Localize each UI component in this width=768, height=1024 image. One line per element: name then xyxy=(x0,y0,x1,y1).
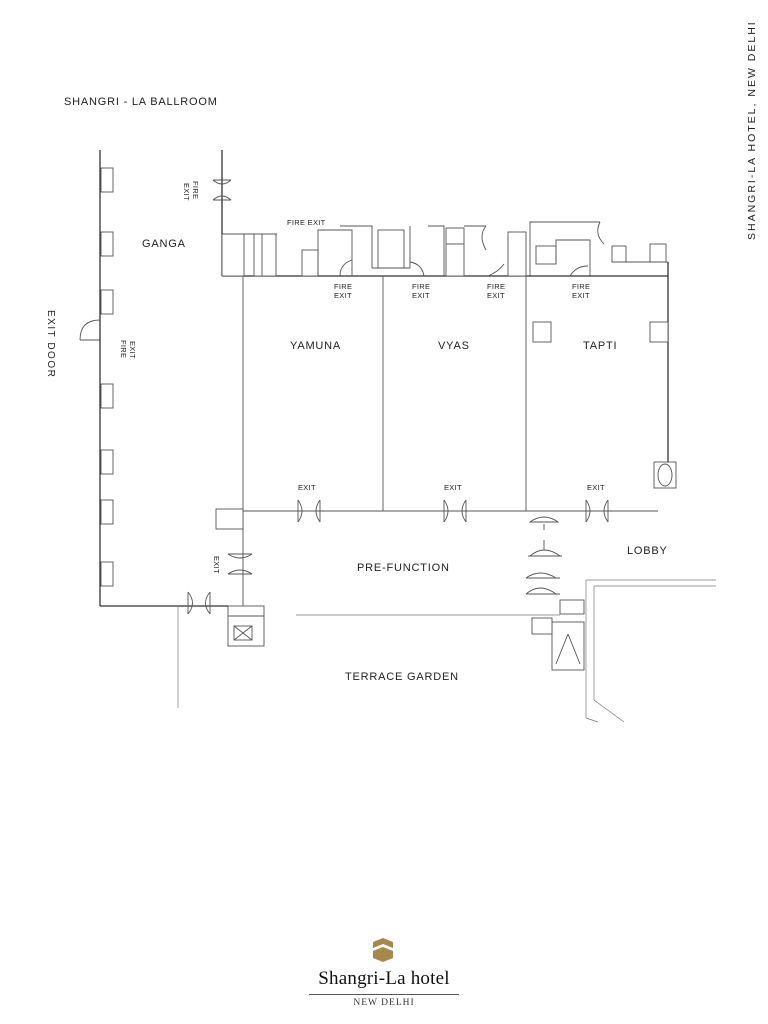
label-exit: EXIT xyxy=(412,291,430,300)
label-fire-exit-top: FIRE EXIT xyxy=(287,218,326,227)
label-fire: FIRE xyxy=(572,282,590,291)
label-exit: EXIT xyxy=(128,341,137,359)
label-fire: FIRE xyxy=(334,282,352,291)
label-vyas: VYAS xyxy=(438,340,470,352)
label-exit: EXIT xyxy=(182,183,191,201)
walls xyxy=(99,150,716,723)
label-exit: EXIT xyxy=(212,556,221,574)
room-labels: GANGA YAMUNA VYAS TAPTI PRE-FUNCTION LOB… xyxy=(142,238,668,683)
brand-divider xyxy=(309,994,459,995)
brand-block: Shangri-La hotel NEW DELHI xyxy=(300,936,468,1008)
label-exit: EXIT xyxy=(572,291,590,300)
brand-city: NEW DELHI xyxy=(353,998,415,1008)
label-tapti: TAPTI xyxy=(583,340,617,352)
door-fire-exit-top xyxy=(212,179,232,201)
label-exit: EXIT xyxy=(444,483,462,492)
label-exit: EXIT xyxy=(487,291,505,300)
door-exit-prefunction xyxy=(227,553,253,575)
brand-name: Shangri-La hotel xyxy=(318,968,450,989)
shangri-la-logo-icon xyxy=(373,938,393,962)
door-exit-vyas xyxy=(443,499,467,523)
door-exit-yamuna xyxy=(297,499,321,523)
exit-labels: FIRE EXIT FIRE EXIT FIRE EXIT FIRE EXIT … xyxy=(119,181,605,574)
label-ganga: GANGA xyxy=(142,238,186,250)
service-area xyxy=(221,221,668,277)
label-pre-function: PRE-FUNCTION xyxy=(357,562,450,574)
label-yamuna: YAMUNA xyxy=(290,340,341,352)
label-exit: EXIT xyxy=(298,483,316,492)
door-left-exit xyxy=(79,319,101,341)
stairs xyxy=(227,461,677,671)
label-lobby: LOBBY xyxy=(627,545,668,557)
plan-title: SHANGRI - LA BALLROOM xyxy=(64,96,218,108)
label-fire: FIRE xyxy=(487,282,505,291)
label-fire: FIRE xyxy=(412,282,430,291)
door-exit-tapti xyxy=(585,499,609,523)
label-exit: EXIT xyxy=(587,483,605,492)
doors xyxy=(79,179,609,615)
door-terrace xyxy=(187,591,211,615)
door-lobby xyxy=(525,516,562,595)
label-fire: FIRE xyxy=(119,340,128,358)
label-exit: EXIT xyxy=(334,291,352,300)
label-fire: FIRE xyxy=(191,181,200,199)
label-terrace-garden: TERRACE GARDEN xyxy=(345,671,459,683)
columns xyxy=(100,167,669,587)
